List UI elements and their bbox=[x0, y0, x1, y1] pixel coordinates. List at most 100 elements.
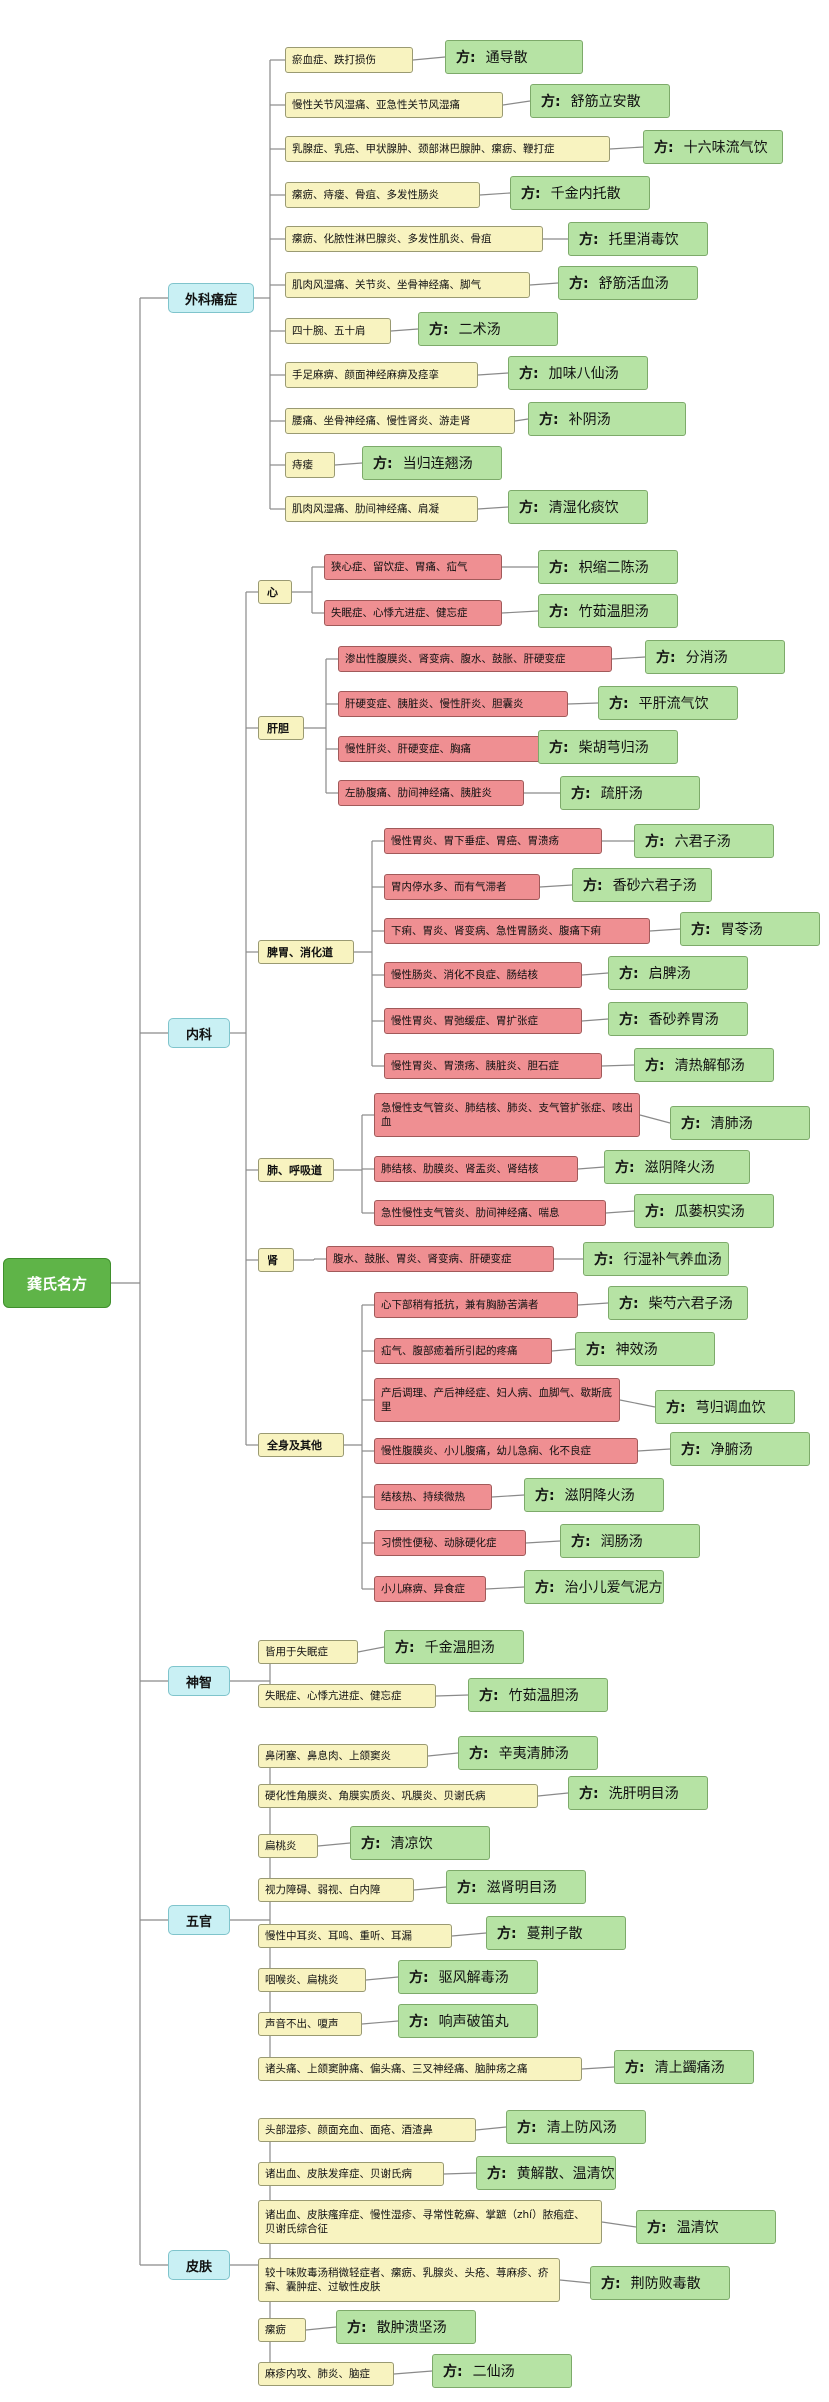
formula-prefix: 方: bbox=[681, 1116, 701, 1132]
subcategory-node: 肺、呼吸道 bbox=[258, 1158, 334, 1182]
formula-name: 柴胡芎归汤 bbox=[578, 740, 649, 756]
category-label: 外科痛症 bbox=[184, 292, 237, 308]
formula-prefix: 方: bbox=[569, 276, 589, 292]
formula-node: 方:治小儿爱气泥方 bbox=[524, 1570, 664, 1604]
symptom-text: 慢性关节风湿痛、亚急性关节风湿痛 bbox=[292, 98, 460, 111]
formula-prefix: 方: bbox=[586, 1342, 606, 1358]
symptom-text: 四十腕、五十肩 bbox=[292, 324, 366, 337]
symptom-node: 慢性腹膜炎、小儿腹痛，幼儿急痫、化不良症 bbox=[374, 1438, 638, 1464]
formula-name: 清湿化痰饮 bbox=[548, 500, 619, 516]
symptom-text: 急慢性支气管炎、肺结核、肺炎、支气管扩张症、咳出血 bbox=[381, 1101, 633, 1128]
symptom-text: 声音不出、嗄声 bbox=[265, 2017, 339, 2030]
symptom-node: 麻疹内攻、肺炎、脑症 bbox=[258, 2362, 394, 2386]
symptom-text: 慢性胃炎、胃弛缓症、胃扩张症 bbox=[391, 1014, 538, 1027]
category-label: 皮肤 bbox=[185, 2259, 212, 2275]
symptom-node: 腰痛、坐骨神经痛、慢性肾炎、游走肾 bbox=[285, 408, 515, 434]
connector-formula bbox=[581, 1018, 609, 1022]
formula-node: 方:响声破笛丸 bbox=[398, 2004, 538, 2038]
formula-prefix: 方: bbox=[541, 94, 561, 110]
formula-node: 方:洗肝明目汤 bbox=[568, 1776, 708, 1810]
formula-prefix: 方: bbox=[645, 1058, 665, 1074]
root-title: 龚氏名方 bbox=[26, 1274, 87, 1293]
formula-name: 行湿补气养血汤 bbox=[623, 1252, 722, 1268]
symptom-node: 诸头痛、上颌窦肿痛、偏头痛、三叉神经痛、脑肿疡之痛 bbox=[258, 2057, 582, 2081]
formula-prefix: 方: bbox=[571, 1534, 591, 1550]
formula-prefix: 方: bbox=[469, 1746, 489, 1762]
formula-name: 千金内托散 bbox=[550, 186, 621, 202]
symptom-node: 慢性中耳炎、耳鸣、重听、耳漏 bbox=[258, 1924, 452, 1948]
formula-name: 清肺汤 bbox=[710, 1116, 753, 1132]
formula-name: 响声破笛丸 bbox=[438, 2014, 509, 2030]
symptom-node: 诸出血、皮肤发痒症、贝谢氏病 bbox=[258, 2162, 444, 2186]
formula-node: 方:辛夷清肺汤 bbox=[458, 1736, 598, 1770]
formula-name: 神效汤 bbox=[615, 1342, 658, 1358]
symptom-text: 头部湿疹、颜面充血、面疮、酒渣鼻 bbox=[265, 2123, 433, 2136]
subcategory-label: 肾 bbox=[267, 1254, 278, 1267]
formula-prefix: 方: bbox=[619, 966, 639, 982]
formula-name: 当归连翘汤 bbox=[402, 456, 473, 472]
symptom-node: 瘰疬 bbox=[258, 2318, 306, 2342]
symptom-text: 结核热、持续微热 bbox=[381, 1490, 465, 1503]
symptom-text: 慢性胃炎、胃溃疡、胰脏炎、胆石症 bbox=[391, 1059, 559, 1072]
connector-formula bbox=[639, 1114, 671, 1124]
formula-name: 滋阴降火汤 bbox=[644, 1160, 715, 1176]
formula-prefix: 方: bbox=[601, 2276, 621, 2292]
symptom-text: 痔瘘 bbox=[292, 458, 313, 471]
formula-node: 方: 神效汤 bbox=[575, 1332, 715, 1366]
symptom-node: 肺结核、肋膜炎、肾盂炎、肾结核 bbox=[374, 1156, 578, 1182]
formula-name: 蔓荆子散 bbox=[526, 1926, 583, 1942]
symptom-text: 左胁腹痛、肋间神经痛、胰脏炎 bbox=[345, 786, 492, 799]
formula-prefix: 方: bbox=[361, 1836, 381, 1852]
formula-node: 方:清上防风汤 bbox=[506, 2110, 646, 2144]
connector-formula bbox=[491, 1494, 525, 1498]
subcategory-node: 全身及其他 bbox=[258, 1433, 344, 1457]
category-label: 五官 bbox=[185, 1914, 212, 1930]
formula-name: 启脾汤 bbox=[648, 966, 691, 982]
formula-name: 温清饮 bbox=[676, 2220, 719, 2236]
formula-node: 方:二仙汤 bbox=[432, 2354, 572, 2388]
formula-node: 方:净腑汤 bbox=[670, 1432, 810, 1466]
symptom-node: 头部湿疹、颜面充血、面疮、酒渣鼻 bbox=[258, 2118, 476, 2142]
connector-formula bbox=[357, 1646, 385, 1653]
symptom-text: 习惯性便秘、动脉硬化症 bbox=[381, 1536, 497, 1549]
formula-node: 方:分消汤 bbox=[645, 640, 785, 674]
connector-formula bbox=[477, 372, 509, 376]
symptom-text: 腰痛、坐骨神经痛、慢性肾炎、游走肾 bbox=[292, 414, 471, 427]
formula-prefix: 方: bbox=[654, 140, 674, 156]
formula-prefix: 方: bbox=[409, 1970, 429, 1986]
symptom-text: 渗出性腹膜炎、肾变病、腹水、鼓胀、肝硬变症 bbox=[345, 652, 566, 665]
symptom-text: 诸头痛、上颌窦肿痛、偏头痛、三叉神经痛、脑肿疡之痛 bbox=[265, 2062, 528, 2075]
subcategory-label: 肝胆 bbox=[267, 722, 289, 735]
symptom-node: 急慢性支气管炎、肺结核、肺炎、支气管扩张症、咳出血 bbox=[374, 1093, 640, 1137]
symptom-text: 手足麻痹、颜面神经麻痹及痉挛 bbox=[292, 368, 439, 381]
formula-name: 枳缩二陈汤 bbox=[578, 560, 649, 576]
formula-node: 方:荆防败毒散 bbox=[590, 2266, 730, 2300]
symptom-node: 失眠症、心悸亢进症、健忘症 bbox=[324, 600, 502, 626]
formula-name: 黄解散、温清饮 bbox=[516, 2166, 615, 2182]
symptom-node: 渗出性腹膜炎、肾变病、腹水、鼓胀、肝硬变症 bbox=[338, 646, 612, 672]
formula-name: 加味八仙汤 bbox=[548, 366, 619, 382]
formula-prefix: 方: bbox=[645, 834, 665, 850]
connector-formula bbox=[601, 1064, 635, 1067]
symptom-node: 习惯性便秘、动脉硬化症 bbox=[374, 1530, 526, 1556]
connector-formula bbox=[475, 2126, 507, 2131]
formula-node: 方:千金内托散 bbox=[510, 176, 650, 210]
connector-formula bbox=[581, 2066, 615, 2070]
formula-node: 方:清热解郁汤 bbox=[634, 1048, 774, 1082]
formula-prefix: 方: bbox=[579, 1786, 599, 1802]
symptom-text: 慢性肝炎、肝硬变症、胸痛 bbox=[345, 742, 471, 755]
symptom-text: 腹水、鼓胀、胃炎、肾变病、肝硬变症 bbox=[333, 1252, 512, 1265]
connector-formula bbox=[435, 1694, 469, 1697]
symptom-text: 鼻闭塞、鼻息肉、上颌窦炎 bbox=[265, 1749, 391, 1762]
formula-prefix: 方: bbox=[479, 1688, 499, 1704]
symptom-node: 狭心症、留饮症、胃痛、疝气 bbox=[324, 554, 502, 580]
connector-formula bbox=[451, 1932, 487, 1937]
symptom-text: 小儿麻痹、异食症 bbox=[381, 1582, 465, 1595]
root-node: 龚氏名方 bbox=[3, 1258, 111, 1308]
subcategory-node: 心 bbox=[258, 580, 292, 604]
formula-name: 柴芍六君子汤 bbox=[648, 1296, 733, 1312]
connector-formula bbox=[567, 702, 599, 705]
subcategory-label: 肺、呼吸道 bbox=[267, 1164, 322, 1177]
formula-prefix: 方: bbox=[395, 1640, 415, 1656]
symptom-text: 慢性腹膜炎、小儿腹痛，幼儿急痫、化不良症 bbox=[381, 1444, 591, 1457]
